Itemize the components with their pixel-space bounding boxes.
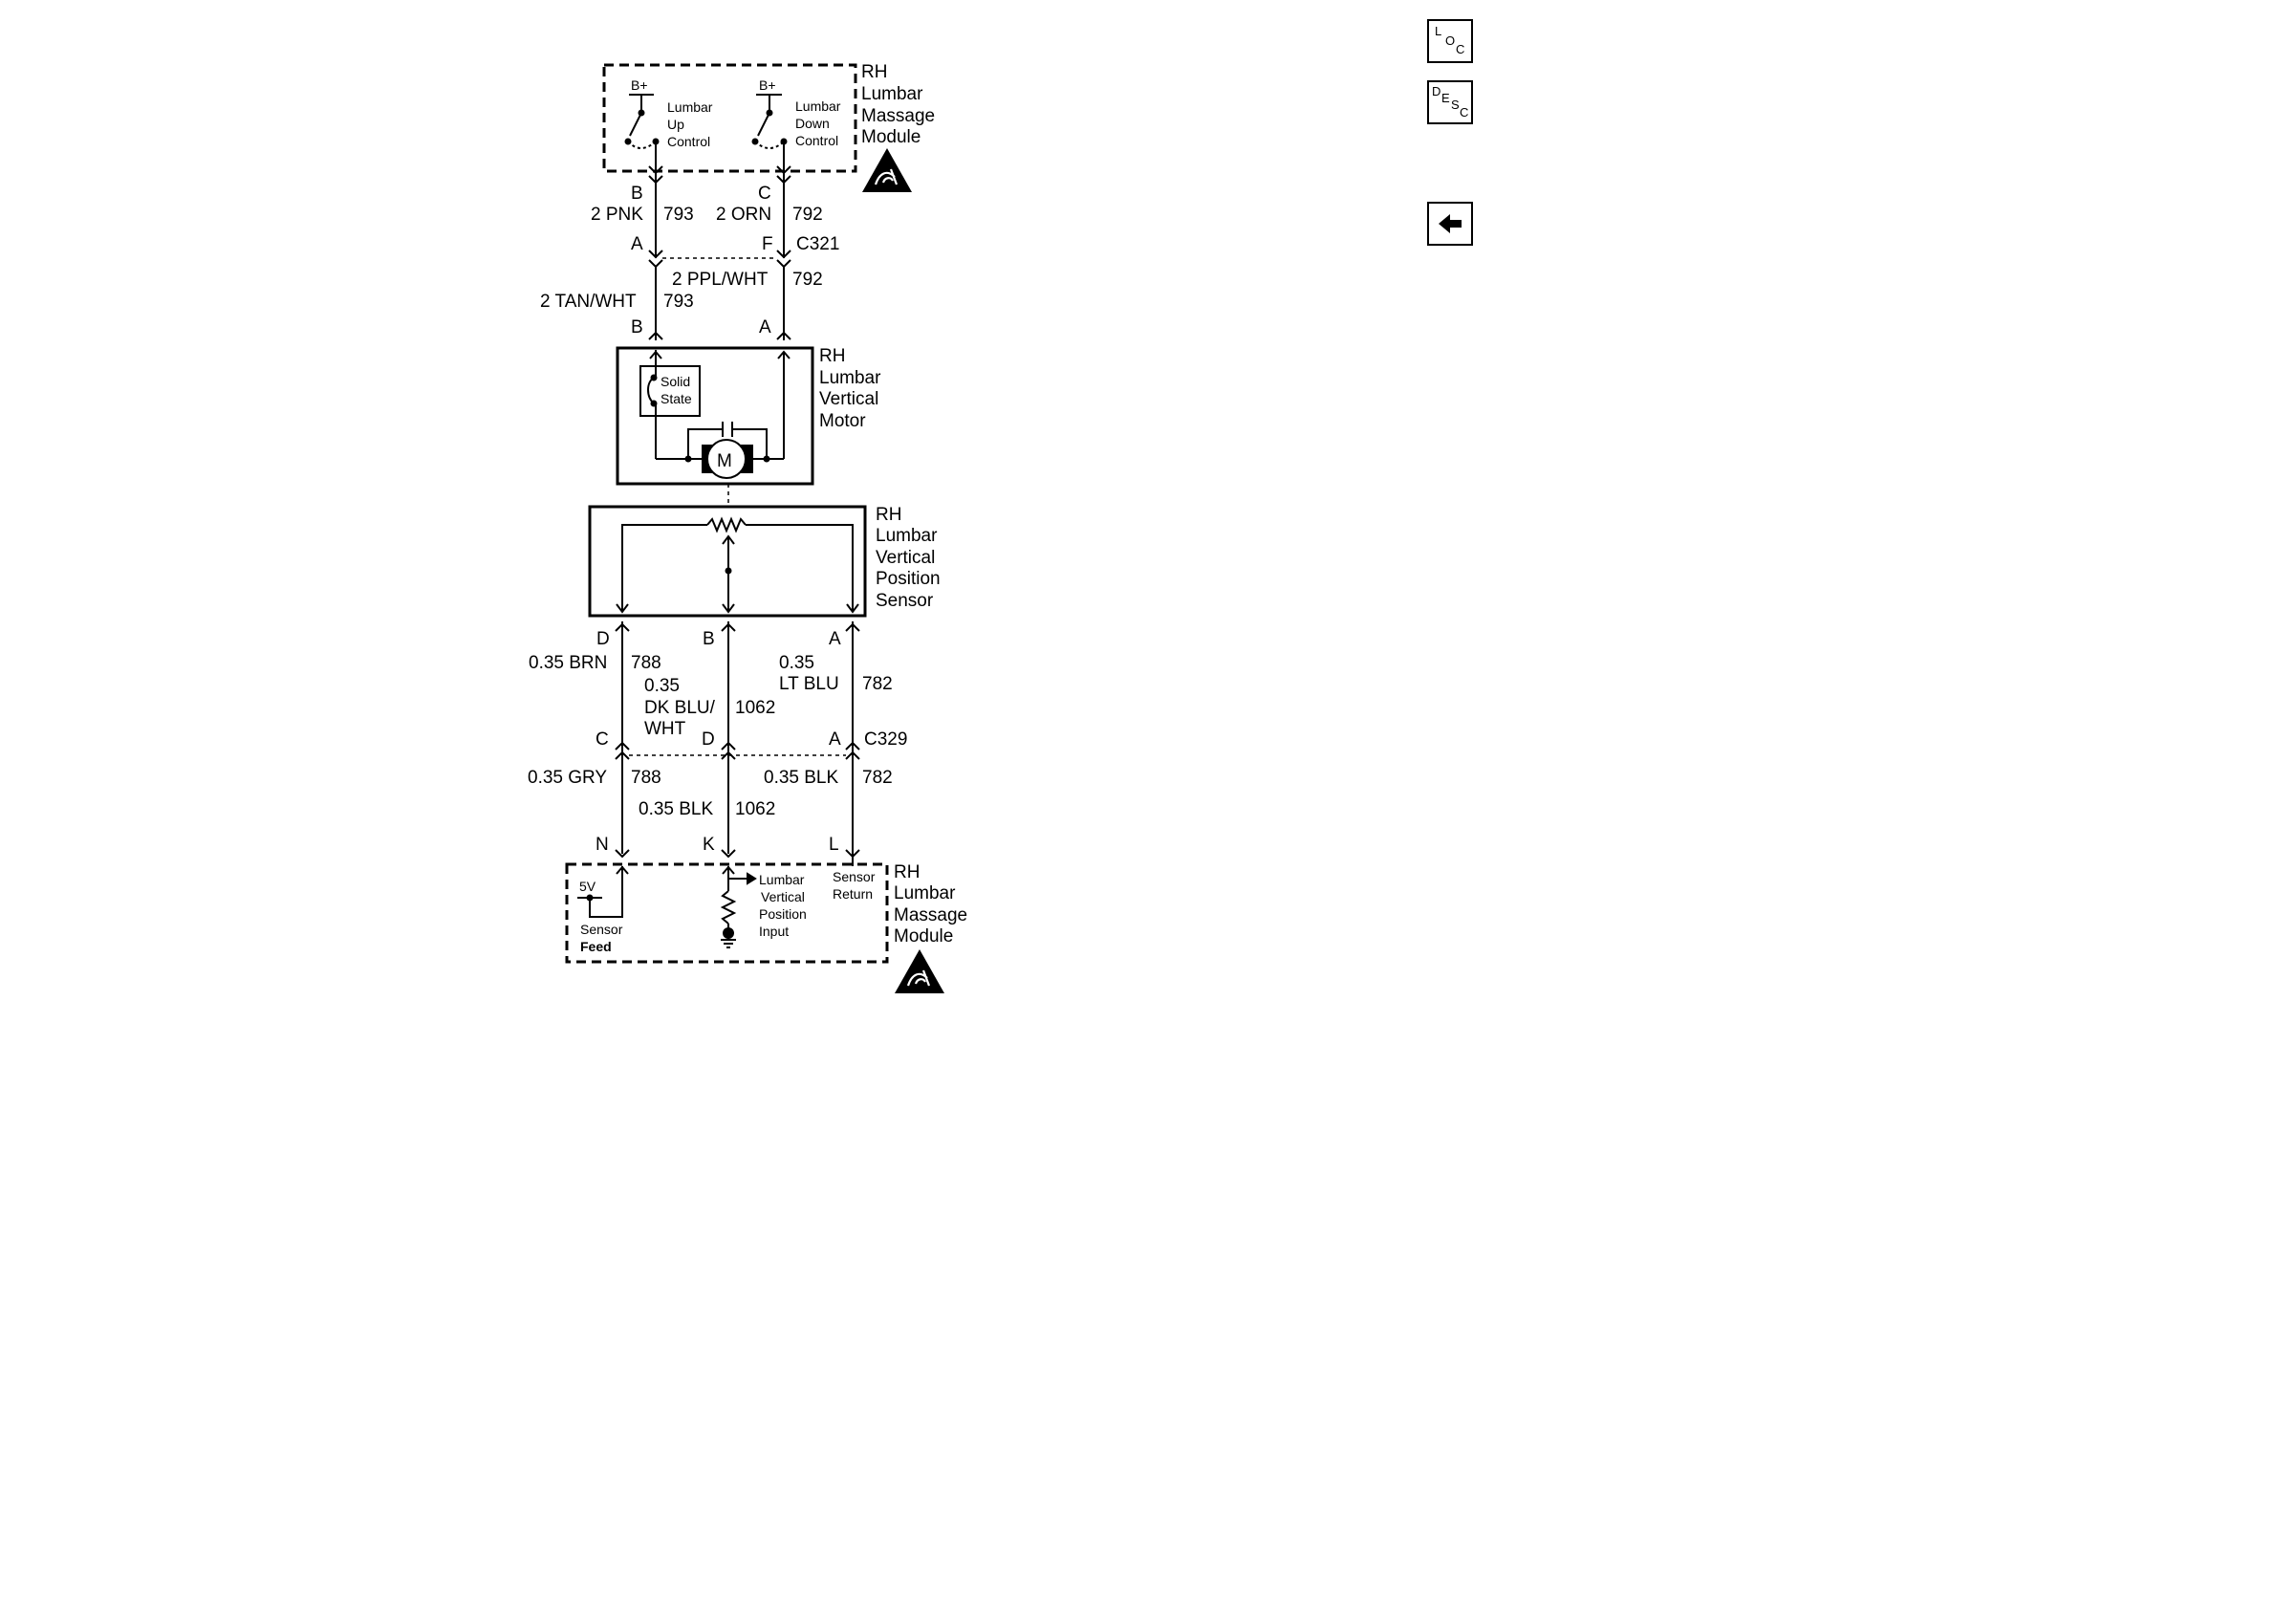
circuit-number: 1062 [735,698,775,718]
pin-label: N [596,835,609,855]
sensor-name-2: Lumbar [876,526,938,546]
loc-letter-c: C [1456,42,1465,56]
pin-label: A [829,629,841,649]
loc-letter-o: O [1445,33,1456,48]
circuit-number: 782 [862,768,893,788]
pin-label: C [758,184,771,204]
wire-color-label: 0.35 BLK [764,768,838,788]
up-switch-supply: B+ [631,77,648,93]
wire-color-label: 2 ORN [716,205,771,225]
up-switch-label-2: Up [667,117,684,132]
sensor-name-4: Position [876,569,941,589]
motor-name-3: Vertical [819,389,878,409]
desc-letter-d: D [1432,84,1441,98]
down-switch-label-2: Down [795,116,830,131]
input-label-3: Position [759,906,807,922]
motor-name-1: RH [819,346,845,366]
lumbar-up-switch [624,94,660,258]
solid-state-box [639,365,701,417]
pin-label: D [596,629,610,649]
bottom-module-box [565,862,889,964]
bottom-module-name-1: RH [894,862,920,882]
top-module-name-3: Massage [861,106,935,126]
wire-color-label: 0.35 BLK [639,799,713,819]
connector-id: C329 [864,729,907,750]
top-module-name-4: Module [861,127,921,147]
pin-label: A [631,234,643,254]
circuit-number: 793 [663,292,694,312]
back-button[interactable] [1427,202,1473,246]
input-label-1: Lumbar [759,872,805,887]
feed-label-1: Sensor [580,922,623,937]
pin-label: K [703,835,715,855]
desc-letter-s: S [1451,98,1460,112]
up-switch-label-3: Control [667,134,710,149]
input-label-4: Input [759,924,789,939]
top-module-box [602,63,857,173]
up-switch-label-1: Lumbar [667,99,713,115]
circuit-number: 1062 [735,799,775,819]
circuit-number: 788 [631,653,661,673]
wire-color-label: LT BLU [779,674,839,694]
bottom-module-name-2: Lumbar [894,883,956,903]
esd-warning-icon [860,146,914,194]
sensor-name-5: Sensor [876,591,934,611]
pin-label: B [631,317,643,337]
solid-state-label-2: State [661,391,692,406]
pin-label: L [829,835,839,855]
sensor-box [588,505,867,618]
wiring-diagram: RH Lumbar Massage Module B+ Lumbar Up Co… [528,62,967,995]
wire-color-label: 0.35 BRN [529,653,607,673]
wire-color-label: DK BLU/ [644,698,716,718]
motor-box [616,346,814,486]
pin-label: B [631,184,643,204]
pin-label: A [829,729,841,750]
bottom-module-name-4: Module [894,926,953,946]
lumbar-down-switch [751,94,788,258]
motor-symbol [706,439,747,479]
circuit-number: 782 [862,674,893,694]
back-arrow-icon [1439,214,1462,233]
pin-label: D [702,729,715,750]
feed-voltage: 5V [579,879,596,894]
esd-warning-icon [893,947,946,995]
motor-letter: M [717,451,732,471]
return-label-2: Return [833,886,873,902]
top-module-name-1: RH [861,62,887,82]
wire-color-label: 0.35 [644,676,680,696]
bottom-module-name-3: Massage [894,905,967,925]
motor-name-4: Motor [819,411,866,431]
wire-color-label: 2 PNK [591,205,643,225]
wire-color-label: 2 PPL/WHT [672,270,769,290]
wire-color-label: WHT [644,719,686,739]
down-switch-label-1: Lumbar [795,98,841,114]
sensor-name-1: RH [876,505,901,525]
desc-letter-c: C [1460,105,1469,120]
loc-button[interactable]: L O C [1427,19,1473,63]
wire-color-label: 0.35 GRY [528,768,607,788]
return-label-1: Sensor [833,869,876,884]
solid-state-label-1: Solid [661,374,690,389]
circuit-number: 788 [631,768,661,788]
input-label-2: Vertical [761,889,805,904]
pin-label: F [762,234,773,254]
top-module-name-2: Lumbar [861,84,923,104]
wire-color-label: 0.35 [779,653,814,673]
down-switch-supply: B+ [759,77,776,93]
wire-color-label: 2 TAN/WHT [540,292,637,312]
motor-name-2: Lumbar [819,368,881,388]
loc-letter-l: L [1435,24,1442,38]
sensor-name-3: Vertical [876,548,935,568]
down-switch-label-3: Control [795,133,838,148]
desc-letter-e: E [1441,91,1450,105]
circuit-number: 793 [663,205,694,225]
circuit-number: 792 [792,205,823,225]
connector-id: C321 [796,234,839,254]
feed-label-2: Feed [580,939,612,954]
circuit-number: 792 [792,270,823,290]
pin-label: A [759,317,771,337]
pin-label: C [596,729,609,750]
desc-button[interactable]: D E S C [1427,80,1473,124]
pin-label: B [703,629,715,649]
